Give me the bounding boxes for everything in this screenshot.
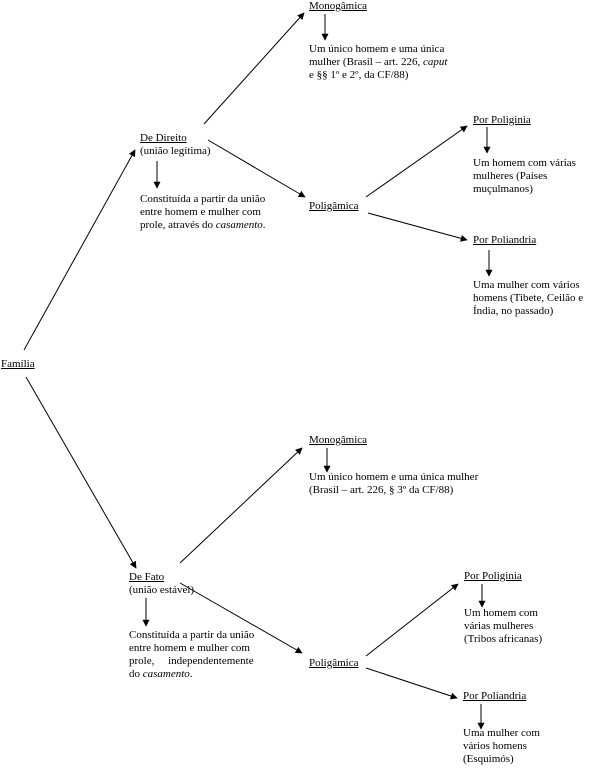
de-fato-sub: (união estável)	[129, 584, 195, 596]
de-direito-poliandria-description: Uma mulher com vários homens (Tibete, Ce…	[473, 279, 584, 317]
root-familia: Família	[1, 358, 35, 370]
arrow-fato-poli	[179, 582, 303, 654]
de-direito-poligamica-label: Poligâmica	[309, 200, 359, 212]
de-direito-poliandria-label: Por Poliandria	[473, 234, 537, 246]
de-direito-description: Constituída a partir da união entre home…	[140, 193, 266, 231]
de-fato-monogamica-description: Um único homem e uma única mulher (Brasi…	[309, 471, 479, 496]
de-fato-monogamica-label: Monogâmica	[309, 434, 368, 446]
de-fato-poliginia-label: Por Poliginia	[464, 570, 522, 582]
de-direito-monogamica-label: Monogâmica	[309, 0, 368, 12]
arrow-direito-poliginia	[365, 125, 468, 198]
de-fato-poliginia-description: Um homem com várias mulheres (Tribos afr…	[464, 607, 543, 645]
de-direito-label: De Direito	[140, 132, 187, 144]
de-fato-poligamica-label: Poligâmica	[309, 657, 359, 669]
de-fato-description: Constituída a partir da união entre home…	[129, 629, 255, 680]
arrow-fato-mono	[179, 447, 303, 564]
de-fato-poliandria-label: Por Poliandria	[463, 690, 527, 702]
arrow-direito-poliandria	[367, 212, 468, 242]
de-direito-poliginia-description: Um homem com várias mulheres (Países muç…	[473, 157, 576, 195]
de-direito-poliginia-label: Por Poliginia	[473, 114, 531, 126]
de-fato-poliandria-description: Uma mulher com vários homens (Esquimós)	[463, 727, 540, 765]
de-direito-monogamica-description: Um único homem e uma única mulher (Brasi…	[309, 43, 448, 81]
de-fato-label: De Fato	[129, 571, 165, 583]
node-de-direito: De Direito (união legítima)	[140, 132, 211, 158]
arrow-direito-mono	[203, 12, 305, 125]
arrow-familia-direito	[23, 149, 136, 351]
arrow-fato-poliandria	[365, 667, 458, 700]
arrow-familia-fato	[25, 376, 137, 569]
de-direito-sub: (união legítima)	[140, 145, 211, 157]
arrow-fato-poliginia	[365, 583, 459, 657]
node-de-fato: De Fato (união estável)	[129, 571, 194, 597]
arrow-direito-poli	[207, 139, 306, 198]
